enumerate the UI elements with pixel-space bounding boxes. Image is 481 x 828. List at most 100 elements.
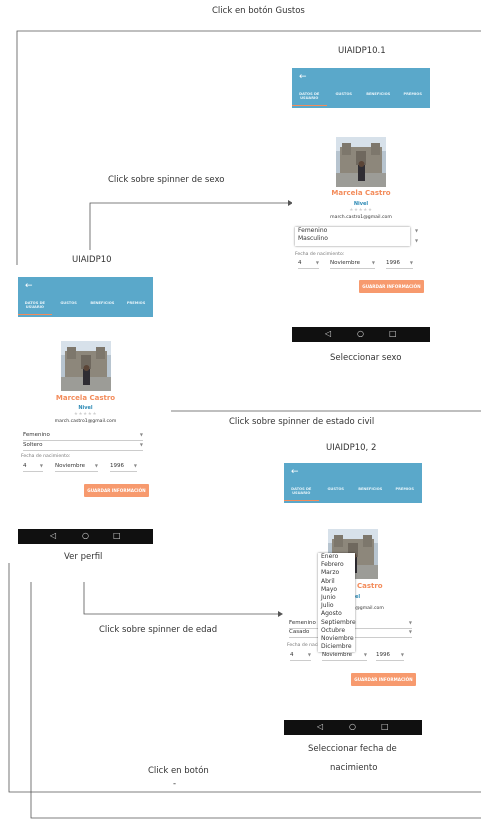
spinner-day[interactable]: 4 ▼ <box>290 652 311 661</box>
tab-gustos[interactable]: GUSTOS <box>60 301 77 305</box>
spinner-month[interactable]: Noviembre ▼ <box>330 260 375 269</box>
tab-premios[interactable]: PREMIOS <box>126 301 146 305</box>
birthdate-label: Fecha de nacimiento: <box>21 454 71 459</box>
profile-name: Marcela Castro <box>55 394 116 402</box>
spinner-day[interactable]: 4 ▼ <box>23 463 43 472</box>
save-button[interactable]: GUARDAR INFORMACIÓN <box>84 484 149 497</box>
dropdown-arrow-icon: ▼ <box>415 238 419 243</box>
spinner-year-value: 1996 <box>110 463 124 469</box>
spinner-estado-civil[interactable]: Soltero ▼ <box>23 442 143 451</box>
tab-datos-usuario[interactable]: DATOS DE USUARIO <box>284 487 319 501</box>
spinner-sexo[interactable]: Femenino ▼ <box>23 432 143 441</box>
dropdown-arrow-icon: ▼ <box>408 620 412 625</box>
caption-click-boton: Click en botón <box>148 766 209 776</box>
tab-premios[interactable]: PREMIOS <box>395 487 414 491</box>
caption-click-boton-2: - <box>173 779 177 789</box>
option-month[interactable]: Agosto <box>321 610 342 618</box>
birthdate-label: Fecha de nacim <box>287 643 324 648</box>
tab-gustos[interactable]: GUSTOS <box>327 487 345 491</box>
tab-bar: DATOS DE USUARIO GUSTOS BENEFICIOS PREMI… <box>292 92 430 106</box>
nav-recent-icon[interactable]: □ <box>389 329 397 338</box>
tab-gustos[interactable]: GUSTOS <box>335 92 353 96</box>
tab-premios[interactable]: PREMIOS <box>403 92 422 96</box>
option-month[interactable]: Octubre <box>321 626 346 634</box>
tab-beneficios[interactable]: BENEFICIOS <box>366 92 391 96</box>
option-month[interactable]: Junio <box>321 594 336 602</box>
caption-click-sexo: Click sobre spinner de sexo <box>108 175 225 185</box>
spinner-sexo-value: Femenino <box>289 620 316 626</box>
android-nav-bar: ◁ ○ □ <box>292 327 430 342</box>
option-month[interactable]: Febrero <box>321 561 344 569</box>
option-month[interactable]: Noviembre <box>321 635 354 643</box>
option-month[interactable]: Enero <box>321 553 339 560</box>
spinner-estado-civil-value: Soltero <box>23 442 43 448</box>
nav-back-icon[interactable]: ◁ <box>50 531 57 540</box>
tab-bar: DATOS DE USUARIO GUSTOS BENEFICIOS PREMI… <box>18 301 153 315</box>
profile-level: Nivel <box>353 201 369 207</box>
tab-beneficios[interactable]: BENEFICIOS <box>358 487 383 491</box>
option-month[interactable]: Julio <box>321 602 334 610</box>
nav-recent-icon[interactable]: □ <box>113 531 121 540</box>
phone-screen-uiaidp10-1: ← DATOS DE USUARIO GUSTOS BENEFICIOS PRE… <box>292 68 430 343</box>
tab-datos-usuario[interactable]: DATOS DE USUARIO <box>292 92 327 106</box>
dropdown-arrow-icon: ▼ <box>315 260 319 265</box>
avatar-photo <box>336 137 386 187</box>
option-month[interactable]: Marzo <box>321 569 340 577</box>
spinner-month-value: Noviembre <box>55 463 86 469</box>
dropdown-arrow-icon: ▼ <box>363 652 367 657</box>
birthdate-label: Fecha de nacimiento: <box>295 252 345 257</box>
nav-home-icon[interactable]: ○ <box>349 722 356 731</box>
nav-back-icon[interactable]: ◁ <box>317 722 324 731</box>
caption-ver-perfil: Ver perfil <box>64 552 103 562</box>
dropdown-arrow-icon: ▼ <box>371 260 375 265</box>
spinner-day-value: 4 <box>298 260 302 266</box>
caption-seleccionar-fecha-2: nacimiento <box>330 763 378 773</box>
spinner-day-value: 4 <box>290 652 294 658</box>
app-bar: ← DATOS DE USUARIO GUSTOS BENEFICIOS PRE… <box>284 463 422 503</box>
save-button[interactable]: GUARDAR INFORMACIÓN <box>359 280 424 293</box>
option-month[interactable]: Diciembre <box>321 643 352 651</box>
option-masculino[interactable]: Masculino <box>298 235 328 243</box>
back-arrow-icon[interactable]: ← <box>299 72 307 82</box>
android-nav-bar: ◁ ○ □ <box>284 720 422 735</box>
dropdown-arrow-icon: ▼ <box>139 442 143 447</box>
phone-screen-uiaidp10-2: ← DATOS DE USUARIO GUSTOS BENEFICIOS PRE… <box>284 463 422 736</box>
spinner-month[interactable]: Noviembre ▼ <box>322 652 367 661</box>
save-button[interactable]: GUARDAR INFORMACIÓN <box>351 673 416 686</box>
nav-back-icon[interactable]: ◁ <box>325 329 332 338</box>
spinner-day-value: 4 <box>23 463 27 469</box>
spinner-sexo-value: Femenino <box>23 432 50 438</box>
caption-click-estado-civil: Click sobre spinner de estado civil <box>229 417 375 427</box>
caption-top: Click en botón Gustos <box>212 6 305 16</box>
spinner-year[interactable]: 1996 ▼ <box>110 463 137 472</box>
spinner-year[interactable]: 1996 ▼ <box>376 652 404 661</box>
tab-beneficios[interactable]: BENEFICIOS <box>90 301 115 305</box>
tab-datos-usuario[interactable]: DATOS DE USUARIO <box>18 301 52 315</box>
option-month[interactable]: Septiembre <box>321 618 356 626</box>
dropdown-arrow-icon: ▼ <box>139 432 143 437</box>
option-month[interactable]: Abril <box>321 577 335 585</box>
avatar-photo <box>61 341 111 391</box>
spinner-year-value: 1996 <box>386 260 400 266</box>
dropdown-arrow-icon: ▼ <box>94 463 98 468</box>
caption-click-edad: Click sobre spinner de edad <box>99 625 218 635</box>
sexo-dropdown-popup: Femenino Masculino <box>295 227 410 246</box>
option-femenino[interactable]: Femenino <box>298 227 328 234</box>
back-arrow-icon[interactable]: ← <box>25 281 33 291</box>
back-arrow-icon[interactable]: ← <box>291 467 299 477</box>
spinner-month-value: Noviembre <box>322 652 353 658</box>
spinner-day[interactable]: 4 ▼ <box>298 260 319 269</box>
dropdown-arrow-icon: ▼ <box>307 652 311 657</box>
profile-email: march.castro1@gmail.com <box>330 215 392 220</box>
tab-bar: DATOS DE USUARIO GUSTOS BENEFICIOS PREMI… <box>284 487 422 501</box>
nav-home-icon[interactable]: ○ <box>82 531 89 540</box>
nav-home-icon[interactable]: ○ <box>357 329 364 338</box>
nav-recent-icon[interactable]: □ <box>381 722 389 731</box>
dropdown-arrow-icon: ▼ <box>409 260 413 265</box>
caption-seleccionar-sexo: Seleccionar sexo <box>330 353 402 363</box>
profile-email: march.castro1@gmail.com <box>54 419 117 424</box>
spinner-year[interactable]: 1996 ▼ <box>386 260 413 269</box>
caption-screen0-title: UIAIDP10 <box>72 255 112 265</box>
option-month[interactable]: Mayo <box>321 585 338 593</box>
spinner-month[interactable]: Noviembre ▼ <box>55 463 98 472</box>
